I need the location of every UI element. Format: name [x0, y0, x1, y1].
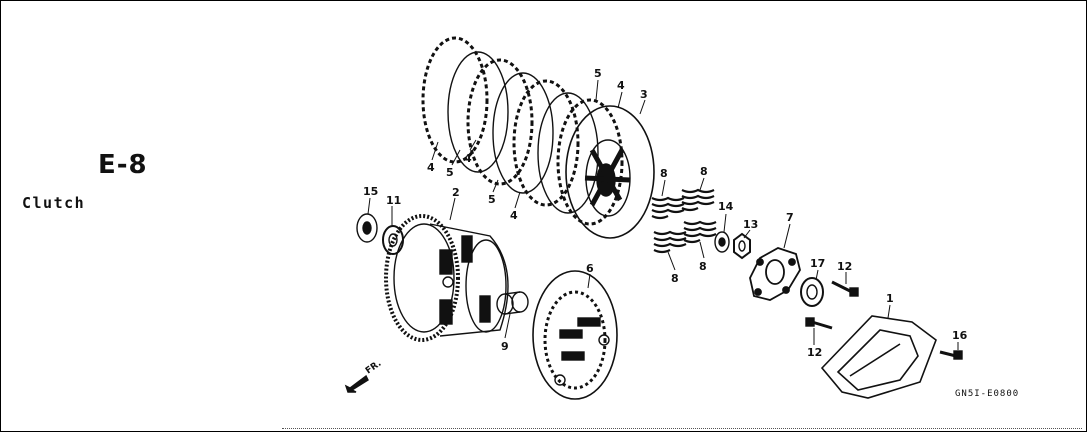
callout-6: 6	[586, 262, 594, 275]
leader-lines	[367, 79, 959, 350]
drawing-code: GN5I-E0800	[955, 389, 1020, 399]
clutch-spring	[683, 220, 717, 244]
callout-9: 9	[501, 340, 509, 353]
clutch-plate-stack	[421, 36, 655, 239]
callout-3: 3	[640, 88, 648, 101]
callout-2: 2	[452, 186, 460, 199]
callout-8: 8	[671, 272, 679, 285]
washer-15	[356, 213, 378, 243]
callout-12: 12	[807, 346, 822, 359]
callout-1: 1	[886, 292, 894, 305]
callout-4: 4	[464, 152, 472, 165]
bearing-17	[800, 277, 824, 307]
callout-5: 5	[446, 166, 454, 179]
callout-7: 7	[786, 211, 794, 224]
friction-disc	[421, 36, 489, 164]
clutch-spring	[681, 188, 715, 212]
clutch-spring	[651, 196, 685, 220]
pressure-plate	[532, 270, 618, 400]
callout-5: 5	[488, 193, 496, 206]
callout-8: 8	[699, 260, 707, 273]
callout-13: 13	[743, 218, 758, 231]
clutch-plate	[537, 92, 599, 214]
callout-4: 4	[510, 209, 518, 222]
callout-11: 11	[386, 194, 401, 207]
lock-nut-13	[733, 232, 751, 260]
front-direction-arrow-icon	[344, 374, 369, 393]
washer-14	[714, 231, 730, 253]
callout-8: 8	[700, 165, 708, 178]
callout-16: 16	[952, 329, 968, 342]
friction-disc	[466, 58, 534, 186]
callout-8: 8	[660, 167, 668, 180]
front-direction-label: FR.	[364, 359, 383, 377]
clutch-spring	[653, 230, 687, 254]
callout-17: 17	[810, 257, 825, 270]
lifter-plate	[749, 247, 801, 301]
friction-disc	[512, 79, 580, 207]
callout-14: 14	[718, 200, 734, 213]
bottom-rule	[282, 428, 1082, 429]
callout-4: 4	[427, 161, 435, 174]
bolt-12	[831, 280, 859, 297]
bolt-12	[805, 317, 833, 330]
clutch-center-rim	[565, 105, 655, 239]
section-code: E-8	[98, 150, 148, 180]
callout-12: 12	[837, 260, 852, 273]
friction-disc	[556, 98, 624, 226]
clutch-plate	[492, 72, 554, 194]
callout-15: 15	[363, 185, 378, 198]
callout-5: 5	[594, 67, 602, 80]
callout-4: 4	[617, 79, 625, 92]
clutch-center-spokes	[584, 148, 631, 207]
clutch-outer	[384, 214, 509, 342]
bolt-16	[939, 350, 963, 360]
clutch-plate	[447, 51, 509, 173]
clutch-outer-gear-ring	[384, 214, 460, 342]
section-title: Clutch	[22, 194, 86, 212]
clutch-cover	[820, 315, 937, 399]
collar-9	[496, 291, 529, 315]
lock-washer-11	[382, 225, 404, 255]
callout-labels: 4 5 4 5 4 5 4 3 2 6 8 8 8 8 14 13 7 17 1…	[363, 67, 968, 376]
